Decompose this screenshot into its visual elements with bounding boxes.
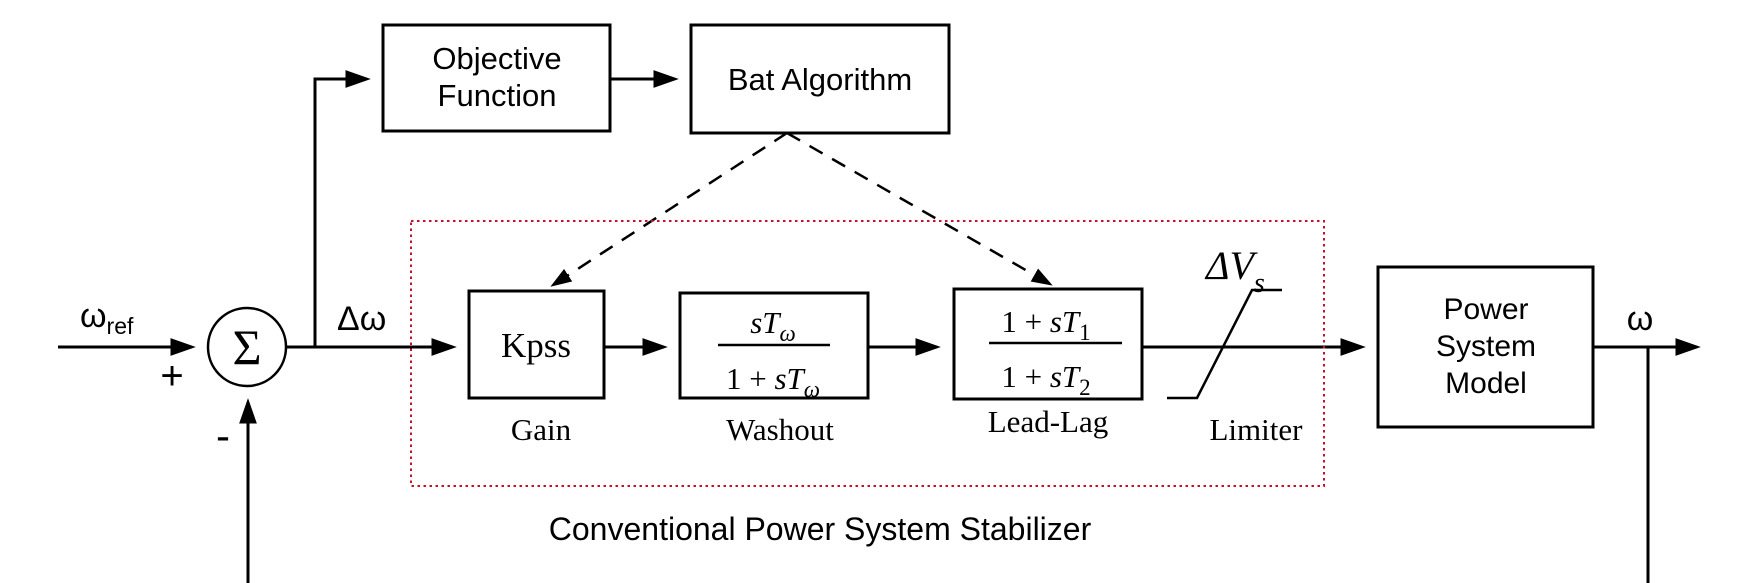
- leadlag-num-var: sT: [1050, 304, 1082, 339]
- error-signal-label: Δω: [337, 300, 386, 338]
- bat-algorithm-label: Bat Algorithm: [728, 62, 912, 97]
- reference-input-sub: ref: [107, 313, 134, 339]
- washout-caption: Washout: [726, 412, 834, 447]
- stabilizer-dotted-boundary: [410, 220, 1325, 487]
- bat-tuning-dashed-arrow-gain: [550, 131, 788, 287]
- leadlag-numerator: 1 + sT1: [1001, 304, 1090, 345]
- minus-sign: -: [216, 412, 230, 459]
- bat-tuning-dashed-arrow-leadlag: [786, 131, 1053, 286]
- washout-den-pre: 1 +: [726, 361, 774, 396]
- gain-block-label: Kpss: [501, 326, 571, 365]
- washout-den-var: sT: [774, 361, 806, 396]
- stabilizer-output-sub: s: [1254, 268, 1265, 299]
- limiter-saturation-icon: [1167, 288, 1282, 400]
- limiter-caption: Limiter: [1210, 412, 1304, 447]
- leadlag-den-pre: 1 +: [1001, 359, 1049, 394]
- stabilizer-output-main: ΔV: [1204, 243, 1258, 288]
- washout-numerator: sTω: [750, 305, 796, 346]
- leadlag-num-pre: 1 +: [1001, 304, 1049, 339]
- gain-caption: Gain: [511, 412, 572, 447]
- gain-block-box: [467, 289, 606, 400]
- plus-sign: +: [160, 354, 183, 398]
- bat-algorithm-box: [689, 23, 951, 135]
- objective-function-box: [381, 23, 612, 133]
- stabilizer-caption: Conventional Power System Stabilizer: [549, 511, 1092, 547]
- leadlag-caption: Lead-Lag: [988, 404, 1108, 439]
- leadlag-den-var: sT: [1050, 359, 1082, 394]
- output-signal-label: ω: [1627, 300, 1654, 338]
- leadlag-denominator: 1 + sT2: [1001, 359, 1090, 400]
- power-system-model-line3: Model: [1445, 367, 1527, 400]
- leadlag-den-sub: 2: [1079, 375, 1091, 400]
- objective-function-label-line1: Objective: [432, 41, 561, 76]
- sigma-symbol: Σ: [232, 319, 261, 375]
- washout-num-sub: ω: [780, 321, 796, 346]
- stabilizer-output-label: ΔVs: [1204, 243, 1265, 299]
- branch-to-objective-function: [313, 70, 371, 347]
- power-system-model-box: [1376, 265, 1595, 429]
- summing-junction-circle: [206, 306, 288, 388]
- objective-function-label-line2: Function: [438, 78, 557, 113]
- washout-denominator: 1 + sTω: [726, 361, 820, 402]
- power-system-model-line2: System: [1436, 330, 1536, 363]
- power-system-model-line1: Power: [1443, 293, 1528, 326]
- reference-input-main: ω: [80, 297, 107, 335]
- reference-input-label: ωref: [80, 297, 134, 339]
- washout-den-sub: ω: [804, 377, 820, 402]
- washout-num-var: sT: [750, 305, 782, 340]
- leadlag-num-sub: 1: [1079, 320, 1091, 345]
